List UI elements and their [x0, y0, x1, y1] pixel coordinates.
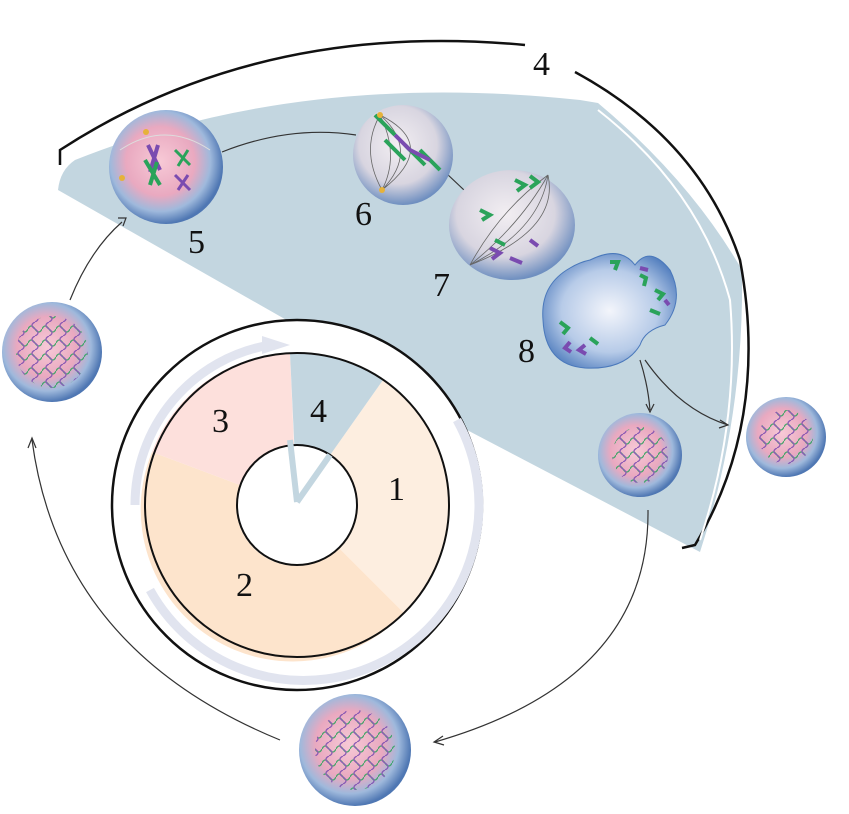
- label-stage-6: 6: [355, 196, 372, 233]
- daughter-cell-1: [598, 413, 682, 497]
- label-stage-5: 5: [188, 224, 205, 261]
- label-phase-4-inner: 4: [310, 393, 327, 430]
- label-phase-3: 3: [212, 403, 229, 440]
- cell-stage-7-detail: [469, 174, 550, 266]
- label-phase-4-outer: 4: [533, 46, 550, 83]
- cell-stage-8-chromosomes: [558, 260, 671, 356]
- cycle-arrowhead: [262, 336, 290, 354]
- label-stage-8: 8: [518, 333, 535, 370]
- interphase-cell-left: [2, 302, 102, 402]
- inner-bracket-white-line: [597, 109, 733, 541]
- segment-phase-3: [152, 353, 294, 485]
- outer-bracket-arc: [58, 39, 526, 165]
- label-phase-2: 2: [236, 567, 253, 604]
- cell-cycle-wheel: 1 2 3 4: [110, 318, 484, 692]
- outer-bracket-arc-right: [574, 70, 750, 550]
- segment-phase-2: [140, 452, 405, 662]
- cycle-arrows: [27, 131, 730, 746]
- interphase-cell-bottom: [299, 694, 411, 806]
- label-phase-1: 1: [388, 471, 405, 508]
- segment-phase-1: [330, 380, 449, 613]
- cycle-arrow-left: [130, 340, 271, 506]
- cell-stage-5: [109, 110, 223, 224]
- daughter-cell-2: [746, 397, 826, 477]
- cell-stage-6: [353, 105, 453, 205]
- cycle-arrow-right: [146, 417, 484, 685]
- label-stage-7: 7: [433, 267, 450, 304]
